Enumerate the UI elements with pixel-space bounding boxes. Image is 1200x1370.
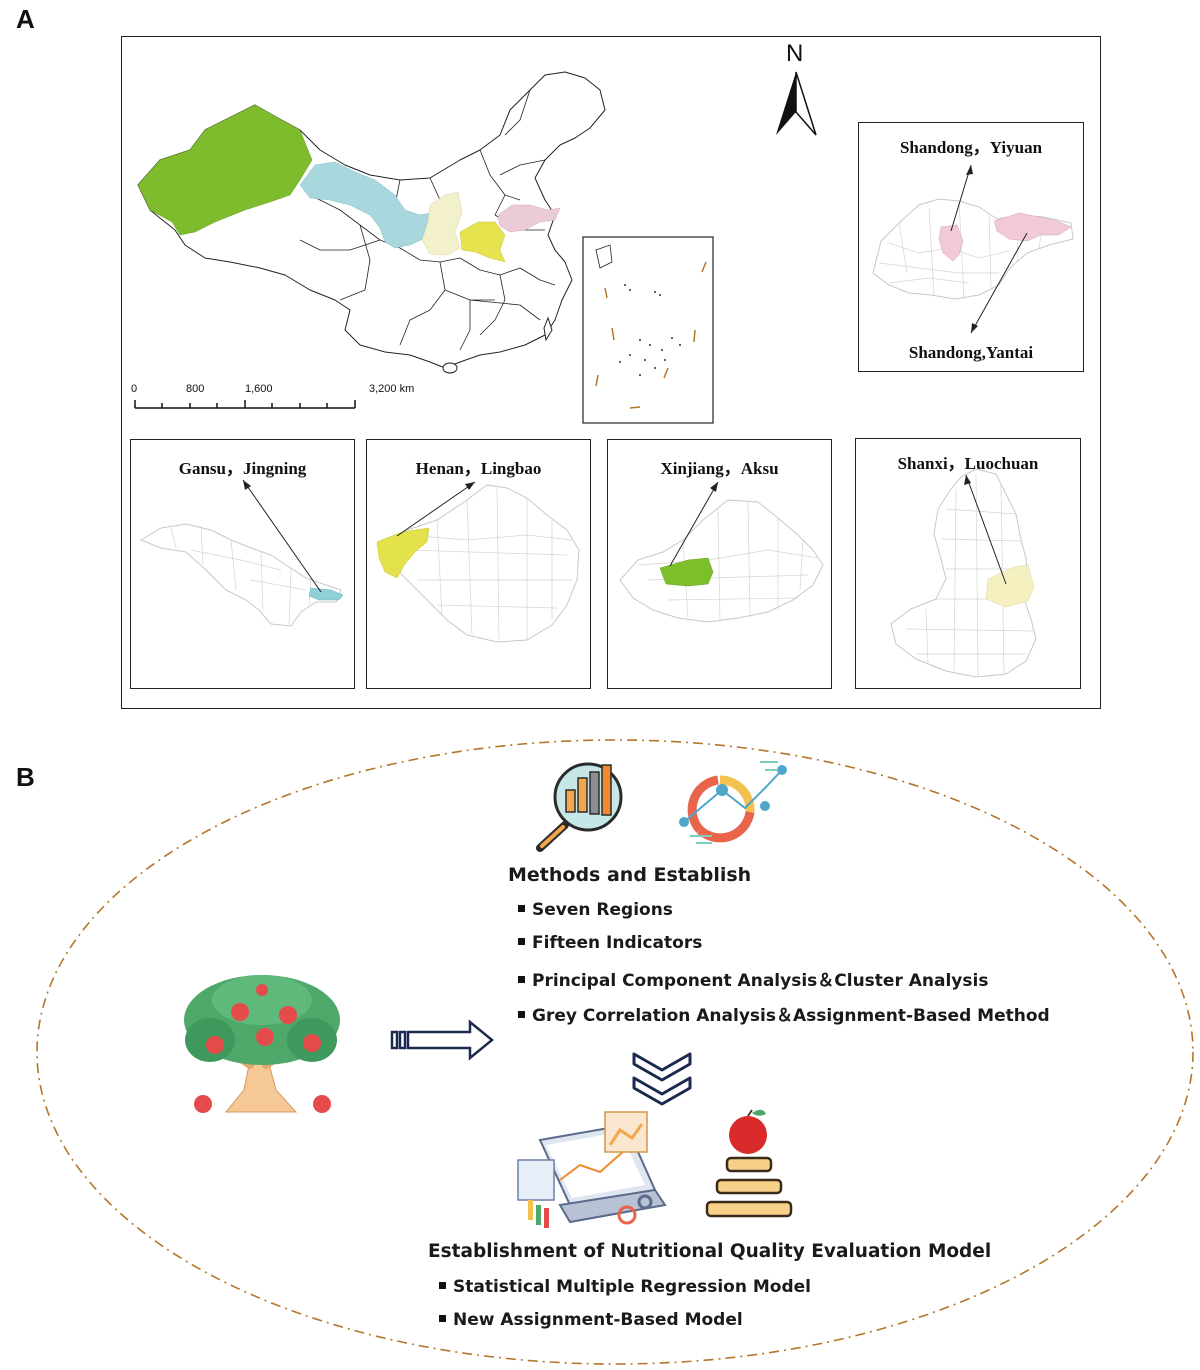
inset-henan-title: Henan，Lingbao — [415, 459, 542, 478]
inset-shandong-title-bottom: Shandong,Yantai — [908, 343, 1034, 362]
north-arrow — [776, 71, 817, 136]
panel-b-letter: B — [16, 762, 35, 792]
xinjiang-inset-map — [619, 481, 824, 623]
inset-shandong: Shandong，Yiyuan Shandong,Yantai — [858, 122, 1084, 372]
lingbao-highlight — [376, 527, 430, 579]
laptop-dashboard-icon — [517, 1111, 667, 1228]
donut-chart-icon — [679, 761, 787, 844]
henan-region — [459, 221, 506, 263]
yantai-highlight — [993, 212, 1072, 242]
panel-a-letter: A — [16, 4, 35, 34]
arrow-right-icon — [390, 1019, 494, 1061]
methods-item: Seven Regions — [518, 900, 673, 920]
henan-inset-map — [376, 481, 580, 643]
shandong-inset-map — [872, 164, 1074, 334]
scale-label-800: 800 — [186, 383, 205, 395]
shandong-region — [497, 204, 561, 233]
apple-stack-icon — [705, 1109, 793, 1218]
shaanxi-region — [421, 191, 463, 256]
inset-xinjiang: Xinjiang，Aksu — [607, 439, 832, 689]
scale-label-1600: 1,600 — [245, 383, 273, 395]
workflow-ellipse — [36, 739, 1194, 1365]
jingning-highlight — [308, 587, 344, 601]
yiyuan-highlight — [938, 224, 964, 262]
scale-label-0: 0 — [131, 383, 138, 395]
china-map — [134, 71, 817, 424]
apple-tree-icon — [184, 975, 340, 1113]
inset-gansu: Gansu，Jingning — [130, 439, 355, 689]
inset-gansu-title: Gansu，Jingning — [178, 459, 307, 478]
methods-item: Principal Component Analysis＆Cluster Ana… — [518, 966, 988, 991]
xinjiang-region — [137, 104, 313, 236]
luochuan-highlight — [985, 564, 1035, 608]
methods-title: Methods and Establish — [508, 864, 752, 886]
inset-shanxi-title: Shanxi，Luochuan — [897, 454, 1039, 473]
chevron-down-icon — [632, 1052, 692, 1106]
methods-item: Fifteen Indicators — [518, 933, 702, 953]
magnifier-chart-icon — [536, 762, 623, 852]
map-frame — [121, 36, 1101, 709]
model-item: New Assignment-Based Model — [439, 1310, 743, 1330]
gansu-inset-map — [139, 479, 344, 627]
inset-shandong-title-top: Shandong，Yiyuan — [899, 138, 1043, 157]
methods-item: Grey Correlation Analysis＆Assignment-Bas… — [518, 1001, 1050, 1026]
scale-bar — [134, 400, 356, 409]
inset-shanxi: Shanxi，Luochuan — [855, 438, 1081, 689]
north-label: N — [786, 40, 804, 67]
inset-henan: Henan，Lingbao — [366, 439, 591, 689]
model-item: Statistical Multiple Regression Model — [439, 1277, 811, 1297]
aksu-highlight — [659, 557, 714, 587]
model-title: Establishment of Nutritional Quality Eva… — [428, 1241, 992, 1262]
inset-xinjiang-title: Xinjiang，Aksu — [660, 459, 779, 478]
shanxi-inset-map — [890, 468, 1037, 678]
scale-label-3200: 3,200 km — [369, 383, 415, 395]
